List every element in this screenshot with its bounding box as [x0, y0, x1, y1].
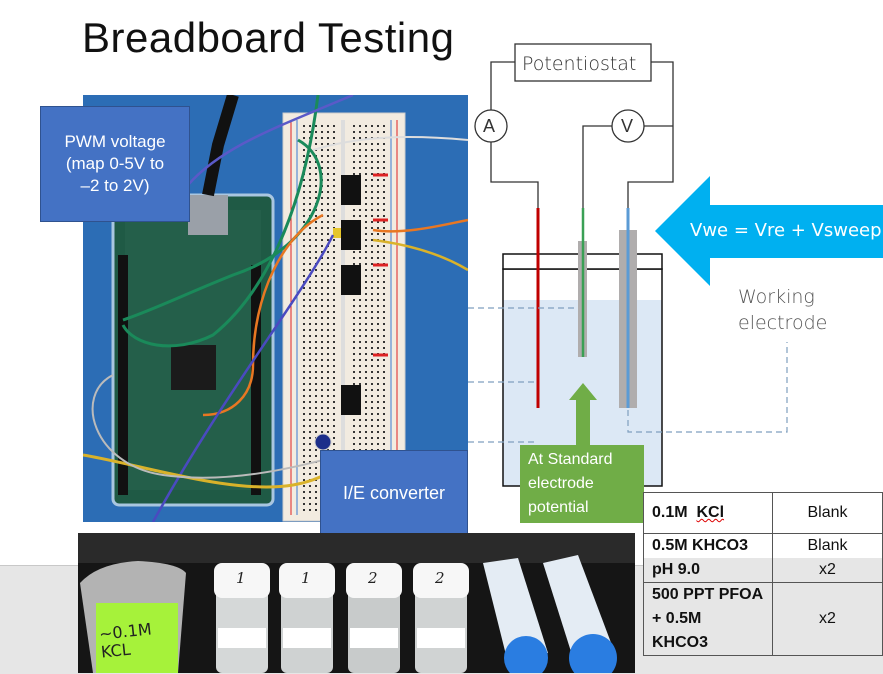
samples-photo: ~0.1M KCL 1 1 2 2 — [78, 533, 635, 673]
solution-cell: 500 PPT PFOA + 0.5M KHCO3 — [643, 582, 773, 656]
beaker-label: ~0.1M KCL — [98, 619, 153, 662]
standard-electrode-callout: At Standard electrode potential — [520, 445, 644, 523]
table-row: 0.5M KHCO3 Blank — [643, 533, 883, 558]
table-row: pH 9.0 x2 — [643, 558, 883, 583]
sample-table: 0.1M KCl Blank 0.5M KHCO3 Blank pH 9.0 x… — [643, 492, 883, 656]
replicates-cell: x2 — [772, 558, 883, 583]
slide-title: Breadboard Testing — [82, 14, 455, 61]
solution-cell: pH 9.0 — [643, 558, 773, 583]
vial-number: 2 — [435, 569, 445, 587]
centrifuge-tubes — [483, 555, 617, 673]
table-row: 0.1M KCl Blank — [643, 492, 883, 534]
ammeter-label: A — [482, 115, 495, 136]
voltmeter-circle — [611, 109, 645, 143]
working-electrode-label: Working electrode — [738, 286, 828, 334]
replicates-cell: Blank — [772, 533, 883, 558]
counter-wire — [490, 61, 515, 110]
solution-kcl-word: KCl — [696, 504, 725, 521]
reference-up-arrow — [569, 383, 597, 447]
vial-number: 2 — [368, 569, 378, 587]
vwe-arrow — [655, 176, 883, 286]
pwm-voltage-callout: PWM voltage (map 0-5V to –2 to 2V) — [40, 106, 190, 222]
replicates-cell: x2 — [772, 582, 883, 656]
vials — [214, 563, 469, 673]
table-row: 500 PPT PFOA + 0.5M KHCO3 x2 — [643, 582, 883, 656]
voltmeter-label: V — [620, 115, 633, 136]
potentiostat-label: Potentiostat — [522, 53, 637, 75]
replicates-cell: Blank — [772, 492, 883, 534]
vial-number: 1 — [236, 569, 246, 587]
ammeter-circle — [474, 109, 508, 143]
solution-cell: 0.5M KHCO3 — [643, 533, 773, 558]
solution-cell: 0.1M KCl — [643, 492, 773, 534]
reference-wire — [582, 125, 612, 210]
beaker-label-tape — [96, 603, 178, 673]
vial-number: 1 — [301, 569, 311, 587]
solution-kcl-prefix: 0.1M — [652, 504, 697, 521]
working-wire — [627, 61, 674, 210]
ie-converter-callout: I/E converter — [320, 450, 468, 535]
vwe-equation: Vwe = Vre + Vsweep — [690, 220, 882, 241]
